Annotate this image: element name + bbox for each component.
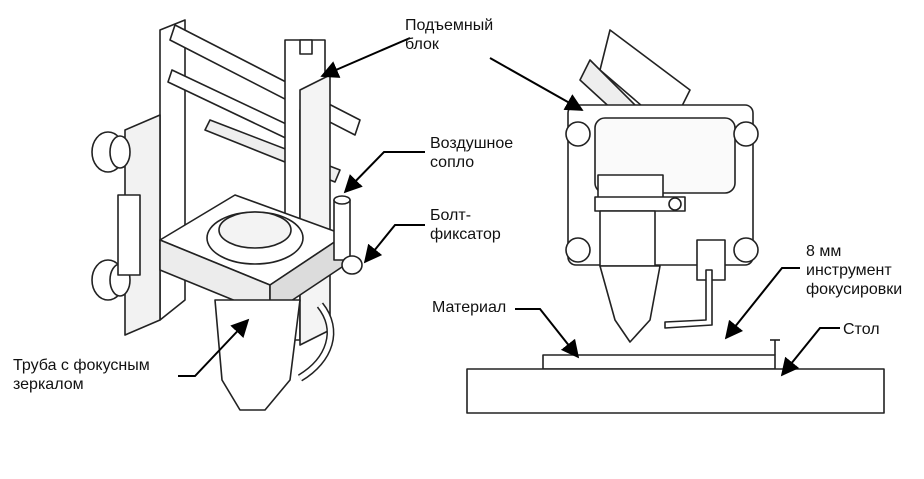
wheel-top-right [733,121,759,147]
label-lock-bolt: Болт- фиксатор [430,207,501,243]
arrow-lift-left [320,37,411,78]
arrow-lift-right [489,57,584,111]
arrow-lock-bolt [363,224,425,264]
air-nozzle-top [333,195,351,205]
air-hose-inner [298,303,333,381]
label-lift-block: Подъемный блок [405,17,494,53]
nozzle-body [599,210,656,267]
wheel-top-left [565,121,591,147]
arrow-focus-tube [178,318,250,377]
right-head-illustration [466,29,885,414]
arrow-material [515,308,580,359]
label-focus-tube: Труба с фокусным зеркалом [13,357,150,393]
label-air-nozzle: Воздушное сопло [430,135,514,171]
arrow-air-nozzle [343,151,425,194]
arrow-table [780,327,840,377]
bracket-block [299,39,313,55]
label-material: Материал [432,299,507,316]
lock-screw [668,197,682,211]
focus-tool-rod [664,269,713,329]
lens-ring-inner [218,211,292,249]
work-table [466,368,885,414]
label-focus-tool: 8 мм инструмент фокусировки [806,243,903,298]
lock-bolt [341,255,363,275]
cone-tube [214,299,301,411]
wheel-bottom-left [565,237,591,263]
nozzle-cone [599,265,661,343]
right-side-plate [299,74,331,346]
slide-rail [117,194,141,276]
left-head-illustration [91,19,363,411]
left-knob-upper [91,131,131,173]
air-nozzle-tube [333,199,351,261]
wheel-bottom-right [733,237,759,263]
arrow-focus-tool [724,267,800,340]
callout-arrows [178,37,840,377]
label-table: Стол [843,321,880,338]
